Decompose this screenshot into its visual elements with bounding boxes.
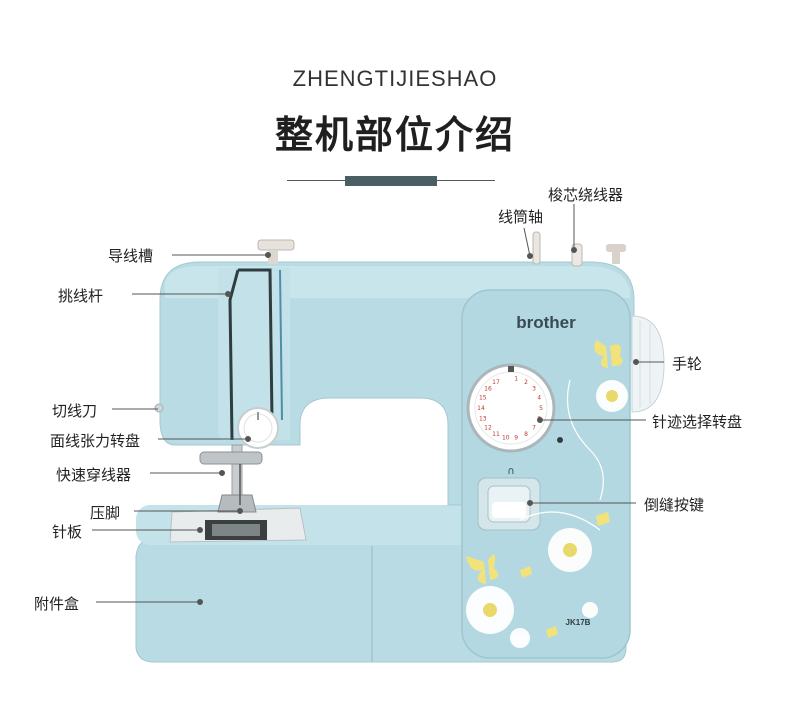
dial-number: 13 bbox=[479, 415, 487, 422]
title-divider-bar bbox=[345, 176, 437, 186]
label-bobbin-winder: 梭芯绕线器 bbox=[548, 186, 624, 204]
label-thread-cutter: 切线刀 bbox=[52, 402, 98, 420]
dial-number: 14 bbox=[477, 405, 485, 412]
spool-pin bbox=[532, 231, 541, 265]
svg-text:∩: ∩ bbox=[507, 466, 514, 477]
label-quick-threader: 快速穿线器 bbox=[56, 466, 132, 484]
label-presser-foot: 压脚 bbox=[90, 504, 121, 522]
dial-number: 9 bbox=[514, 435, 518, 442]
dial-number: 11 bbox=[492, 431, 500, 438]
dial-number: 7 bbox=[532, 424, 536, 431]
dial-number: 2 bbox=[524, 379, 528, 386]
model-name: JK17B bbox=[566, 618, 591, 627]
dial-number: 4 bbox=[537, 395, 541, 402]
label-tension-dial: 面线张力转盘 bbox=[50, 432, 141, 450]
dial-number: 3 bbox=[532, 386, 536, 393]
dial-number: 17 bbox=[492, 379, 500, 386]
quick-threader bbox=[199, 451, 263, 465]
dial-number: 1 bbox=[514, 376, 518, 383]
label-thread-guide: 导线槽 bbox=[108, 247, 154, 265]
label-take-up-lever: 挑线杆 bbox=[58, 287, 104, 305]
dial-number: 5 bbox=[539, 405, 543, 412]
brand-logo: brother bbox=[516, 313, 576, 332]
label-handwheel: 手轮 bbox=[672, 355, 703, 373]
label-stitch-dial: 针迹选择转盘 bbox=[652, 413, 743, 431]
presser-foot bbox=[217, 494, 257, 513]
dial-number: 12 bbox=[484, 424, 492, 431]
dial-number: 16 bbox=[484, 386, 492, 393]
dial-number: 10 bbox=[502, 435, 510, 442]
label-spool-pin: 线筒轴 bbox=[498, 208, 544, 226]
butterfly-decoration bbox=[594, 340, 623, 368]
page-subtitle: ZHENGTIJIESHAO bbox=[292, 66, 498, 91]
thread-cutter bbox=[154, 403, 164, 413]
thread-guide bbox=[257, 239, 295, 251]
stitch-selector-dial bbox=[466, 363, 556, 453]
page-title: 整机部位介绍 bbox=[274, 113, 515, 157]
label-reverse-button: 倒缝按键 bbox=[644, 496, 705, 514]
label-needle-plate: 针板 bbox=[52, 523, 83, 541]
label-accessory-box: 附件盒 bbox=[34, 595, 80, 613]
dial-number: 15 bbox=[479, 395, 487, 402]
dial-number: 8 bbox=[524, 431, 528, 438]
